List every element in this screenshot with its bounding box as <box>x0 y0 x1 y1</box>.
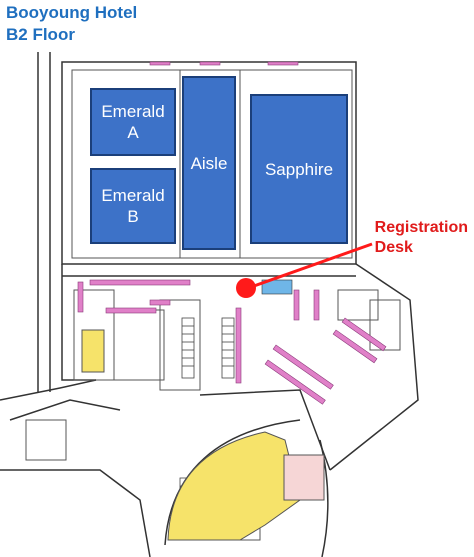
room-sapphire: Sapphire <box>250 94 348 244</box>
hotel-name: Booyoung Hotel <box>6 3 138 22</box>
registration-desk-label: Registration Desk <box>375 218 468 258</box>
registration-label-line1: Registration <box>374 219 468 236</box>
floor-title: Booyoung Hotel B2 Floor <box>6 2 137 46</box>
room-emerald-b-letter: B <box>127 207 139 226</box>
yellow-area-large <box>167 431 301 541</box>
building-walls <box>0 52 419 557</box>
room-sapphire-label: Sapphire <box>264 159 334 179</box>
room-emerald-a-name: Emerald <box>101 102 165 121</box>
floor-name: B2 Floor <box>6 25 75 44</box>
registration-counter <box>261 279 293 295</box>
room-emerald-b-name: Emerald <box>101 186 165 205</box>
registration-pointer-arrow <box>253 242 373 288</box>
room-emerald-b: Emerald B <box>90 168 176 244</box>
registration-desk-marker <box>236 278 256 298</box>
registration-label-line2: Desk <box>374 239 413 256</box>
yellow-area-small <box>81 329 105 373</box>
pink-room <box>283 454 325 501</box>
furniture <box>77 61 387 405</box>
room-aisle: Aisle <box>182 76 236 250</box>
room-aisle-label: Aisle <box>190 153 228 173</box>
room-emerald-a: Emerald A <box>90 88 176 156</box>
room-emerald-a-letter: A <box>127 123 139 142</box>
